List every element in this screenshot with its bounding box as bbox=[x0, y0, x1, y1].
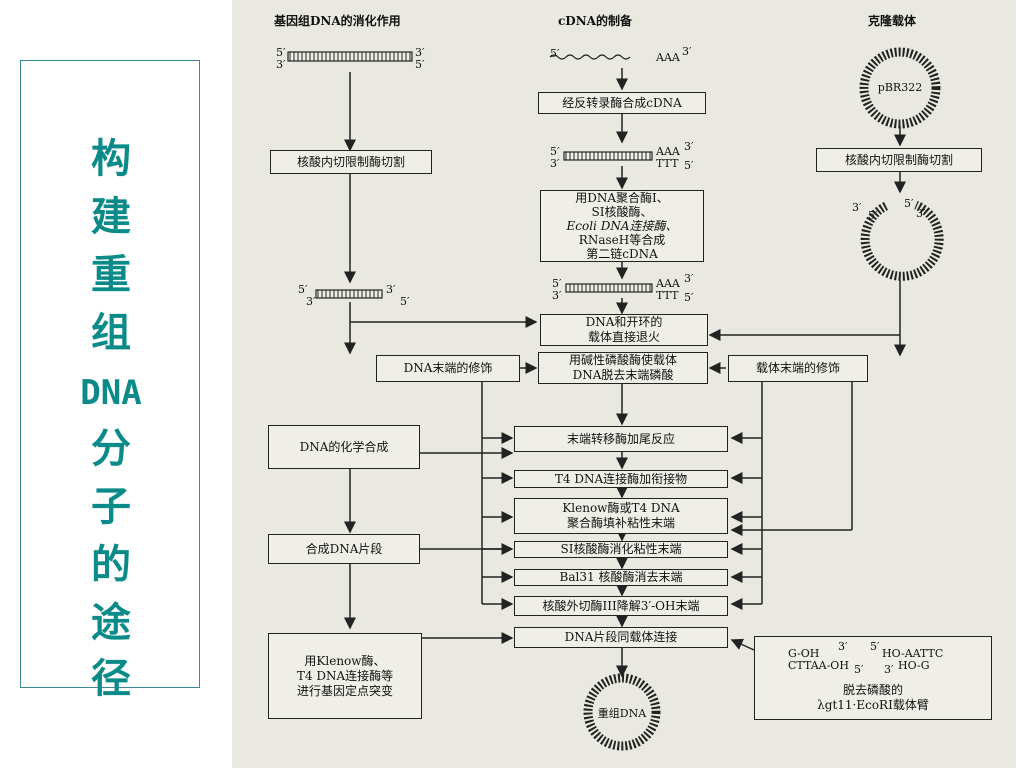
flowchart-connectors bbox=[287, 47, 985, 751]
strand-label: 5′ bbox=[868, 209, 878, 222]
box-site-directed-mutagenesis: 用Klenow酶、 T4 DNA连接酶等 进行基因定点突变 bbox=[268, 633, 422, 719]
title-char: 子 bbox=[91, 484, 131, 530]
header-cdna: cDNA的制备 bbox=[558, 14, 632, 28]
recombinant-dna-label: 重组DNA bbox=[597, 707, 647, 720]
box-reverse-transcriptase: 经反转录酶合成cDNA bbox=[538, 92, 706, 114]
strand-label: 5′ bbox=[415, 58, 425, 71]
recombinant-dna-circle bbox=[583, 673, 661, 751]
box-klenow-fill: Klenow酶或T4 DNA 聚合酶填补粘性末端 bbox=[514, 498, 728, 534]
box-si-digest: SI核酸酶消化粘性末端 bbox=[514, 541, 728, 558]
strand-label: 5′ bbox=[400, 295, 410, 308]
box-second-strand: 用DNA聚合酶I、 SI核酸酶、 Ecoli DNA连接酶、 RNaseH等合成… bbox=[540, 190, 704, 262]
arm-label: CTTAA-OH bbox=[788, 659, 849, 672]
title-char: 分 bbox=[91, 426, 131, 472]
box-dephosphorylation: 用碱性磷酸酶使载体 DNA脱去末端磷酸 bbox=[538, 352, 708, 384]
title-char: 途 bbox=[91, 600, 131, 646]
box-synthetic-fragment: 合成DNA片段 bbox=[268, 534, 420, 564]
title-char: 重 bbox=[91, 252, 131, 298]
strand-label: 5′ bbox=[550, 145, 560, 158]
poly-t-label: TTT bbox=[656, 289, 679, 302]
mrna-strand bbox=[549, 54, 631, 60]
box-lambda-arms: 脱去磷酸的 λgt11·EcoRI载体臂 bbox=[754, 636, 992, 720]
title-char: DNA bbox=[80, 373, 142, 413]
header-genomic: 基因组DNA的消化作用 bbox=[274, 14, 401, 28]
title-char: 构 bbox=[91, 136, 131, 182]
strand-label: 3′ bbox=[852, 201, 862, 214]
strand-label: 5′ bbox=[550, 47, 560, 60]
strand-label: 5′ bbox=[904, 197, 914, 210]
box-chemical-synthesis: DNA的化学合成 bbox=[268, 425, 420, 469]
poly-t-label: TTT bbox=[656, 157, 679, 170]
strand-label: 5′ bbox=[684, 159, 694, 172]
poly-a-label: AAA bbox=[656, 51, 680, 64]
strand-label: 3′ bbox=[386, 283, 396, 296]
plasmid-circle bbox=[859, 47, 941, 129]
strand-label: 3′ bbox=[682, 45, 692, 58]
title-char: 建 bbox=[91, 194, 131, 240]
strand-label: 3′ bbox=[838, 640, 848, 653]
open-plasmid bbox=[860, 200, 944, 281]
box-bal31: Bal31 核酸酶消去末端 bbox=[514, 569, 728, 586]
hybrid-strand bbox=[563, 151, 653, 161]
strand-label: 3′ bbox=[415, 46, 425, 59]
box-exonuclease-iii: 核酸外切酶III降解3′-OH末端 bbox=[514, 596, 728, 616]
strand-label: 3′ bbox=[884, 663, 894, 676]
arm-label: HO-G bbox=[898, 659, 930, 672]
genomic-dna-strand bbox=[287, 51, 413, 62]
cut-dna-strand bbox=[315, 289, 383, 299]
strand-label: 3′ bbox=[550, 157, 560, 170]
box-vector-end-modification: 载体末端的修饰 bbox=[728, 355, 868, 382]
strand-label: 3′ bbox=[552, 289, 562, 302]
box-linker: T4 DNA连接酶加衔接物 bbox=[514, 470, 728, 488]
title-char: 径 bbox=[91, 656, 131, 702]
strand-label: 5′ bbox=[276, 46, 286, 59]
arm-label: HO-AATTC bbox=[882, 647, 944, 660]
box-restriction-right: 核酸内切限制酶切割 bbox=[816, 148, 982, 172]
ds-cdna-strand bbox=[565, 283, 653, 293]
plasmid-label: pBR322 bbox=[877, 81, 923, 94]
strand-label: 3′ bbox=[916, 207, 926, 220]
box-dna-end-modification: DNA末端的修饰 bbox=[376, 355, 520, 382]
title-char: 的 bbox=[91, 542, 131, 588]
strand-label: 5′ bbox=[552, 277, 562, 290]
strand-label: 3′ bbox=[306, 295, 316, 308]
strand-label: 5′ bbox=[854, 663, 864, 676]
strand-label: 5′ bbox=[684, 291, 694, 304]
box-restriction-left: 核酸内切限制酶切割 bbox=[270, 150, 432, 174]
strand-label: 3′ bbox=[684, 272, 694, 285]
poly-a-label: AAA bbox=[656, 145, 680, 158]
box-ligation: DNA片段同载体连接 bbox=[514, 627, 728, 648]
box-anneal: DNA和开环的 载体直接退火 bbox=[540, 314, 708, 346]
title-char: 组 bbox=[91, 310, 131, 356]
strand-label: 3′ bbox=[276, 58, 286, 71]
strand-label: 5′ bbox=[870, 640, 880, 653]
flowchart-scan: 基因组DNA的消化作用 cDNA的制备 克隆载体 5′ 3′ 3′ 5′ 5′ … bbox=[232, 0, 1016, 768]
slide-title-panel: 构 建 重 组 DNA 分 子 的 途 径 bbox=[20, 60, 200, 699]
arm-label: G-OH bbox=[788, 647, 820, 660]
strand-label: 3′ bbox=[684, 140, 694, 153]
strand-label: 5′ bbox=[298, 283, 308, 296]
box-tailing: 末端转移酶加尾反应 bbox=[514, 426, 728, 452]
header-vector: 克隆载体 bbox=[868, 14, 917, 28]
poly-a-label: AAA bbox=[656, 277, 680, 290]
